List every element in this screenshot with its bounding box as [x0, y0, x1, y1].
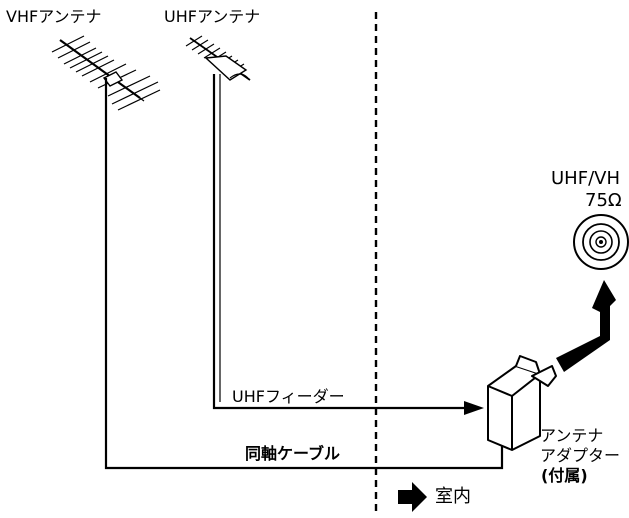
indoor-label: 室内 — [435, 486, 471, 507]
adapter-label-line1: アンテナ — [540, 426, 604, 445]
coax-cable-label: 同軸ケーブル — [245, 444, 341, 463]
coaxial-outlet-icon — [573, 214, 629, 270]
vhf-antenna-icon — [51, 35, 161, 111]
right-arrow-icon — [398, 482, 427, 512]
uhf-feeder-label: UHFフィーダー — [232, 387, 345, 406]
adapter-to-outlet-arrow — [556, 280, 616, 372]
uhf-antenna-icon — [185, 35, 251, 81]
adapter-label-line3: (付属) — [541, 466, 588, 485]
feeder-arrowhead — [464, 401, 484, 415]
uhf-antenna-label: UHFアンテナ — [164, 7, 261, 26]
outlet-label: UHF/VH — [551, 168, 620, 189]
uhf-feeder-line — [212, 74, 466, 410]
coax-cable-line — [104, 78, 504, 470]
antenna-adapter-icon — [487, 355, 557, 451]
outlet-impedance-label: 75Ω — [585, 190, 622, 211]
adapter-label-line2: アダプター — [540, 446, 621, 465]
vhf-antenna-label: VHFアンテナ — [6, 7, 102, 26]
